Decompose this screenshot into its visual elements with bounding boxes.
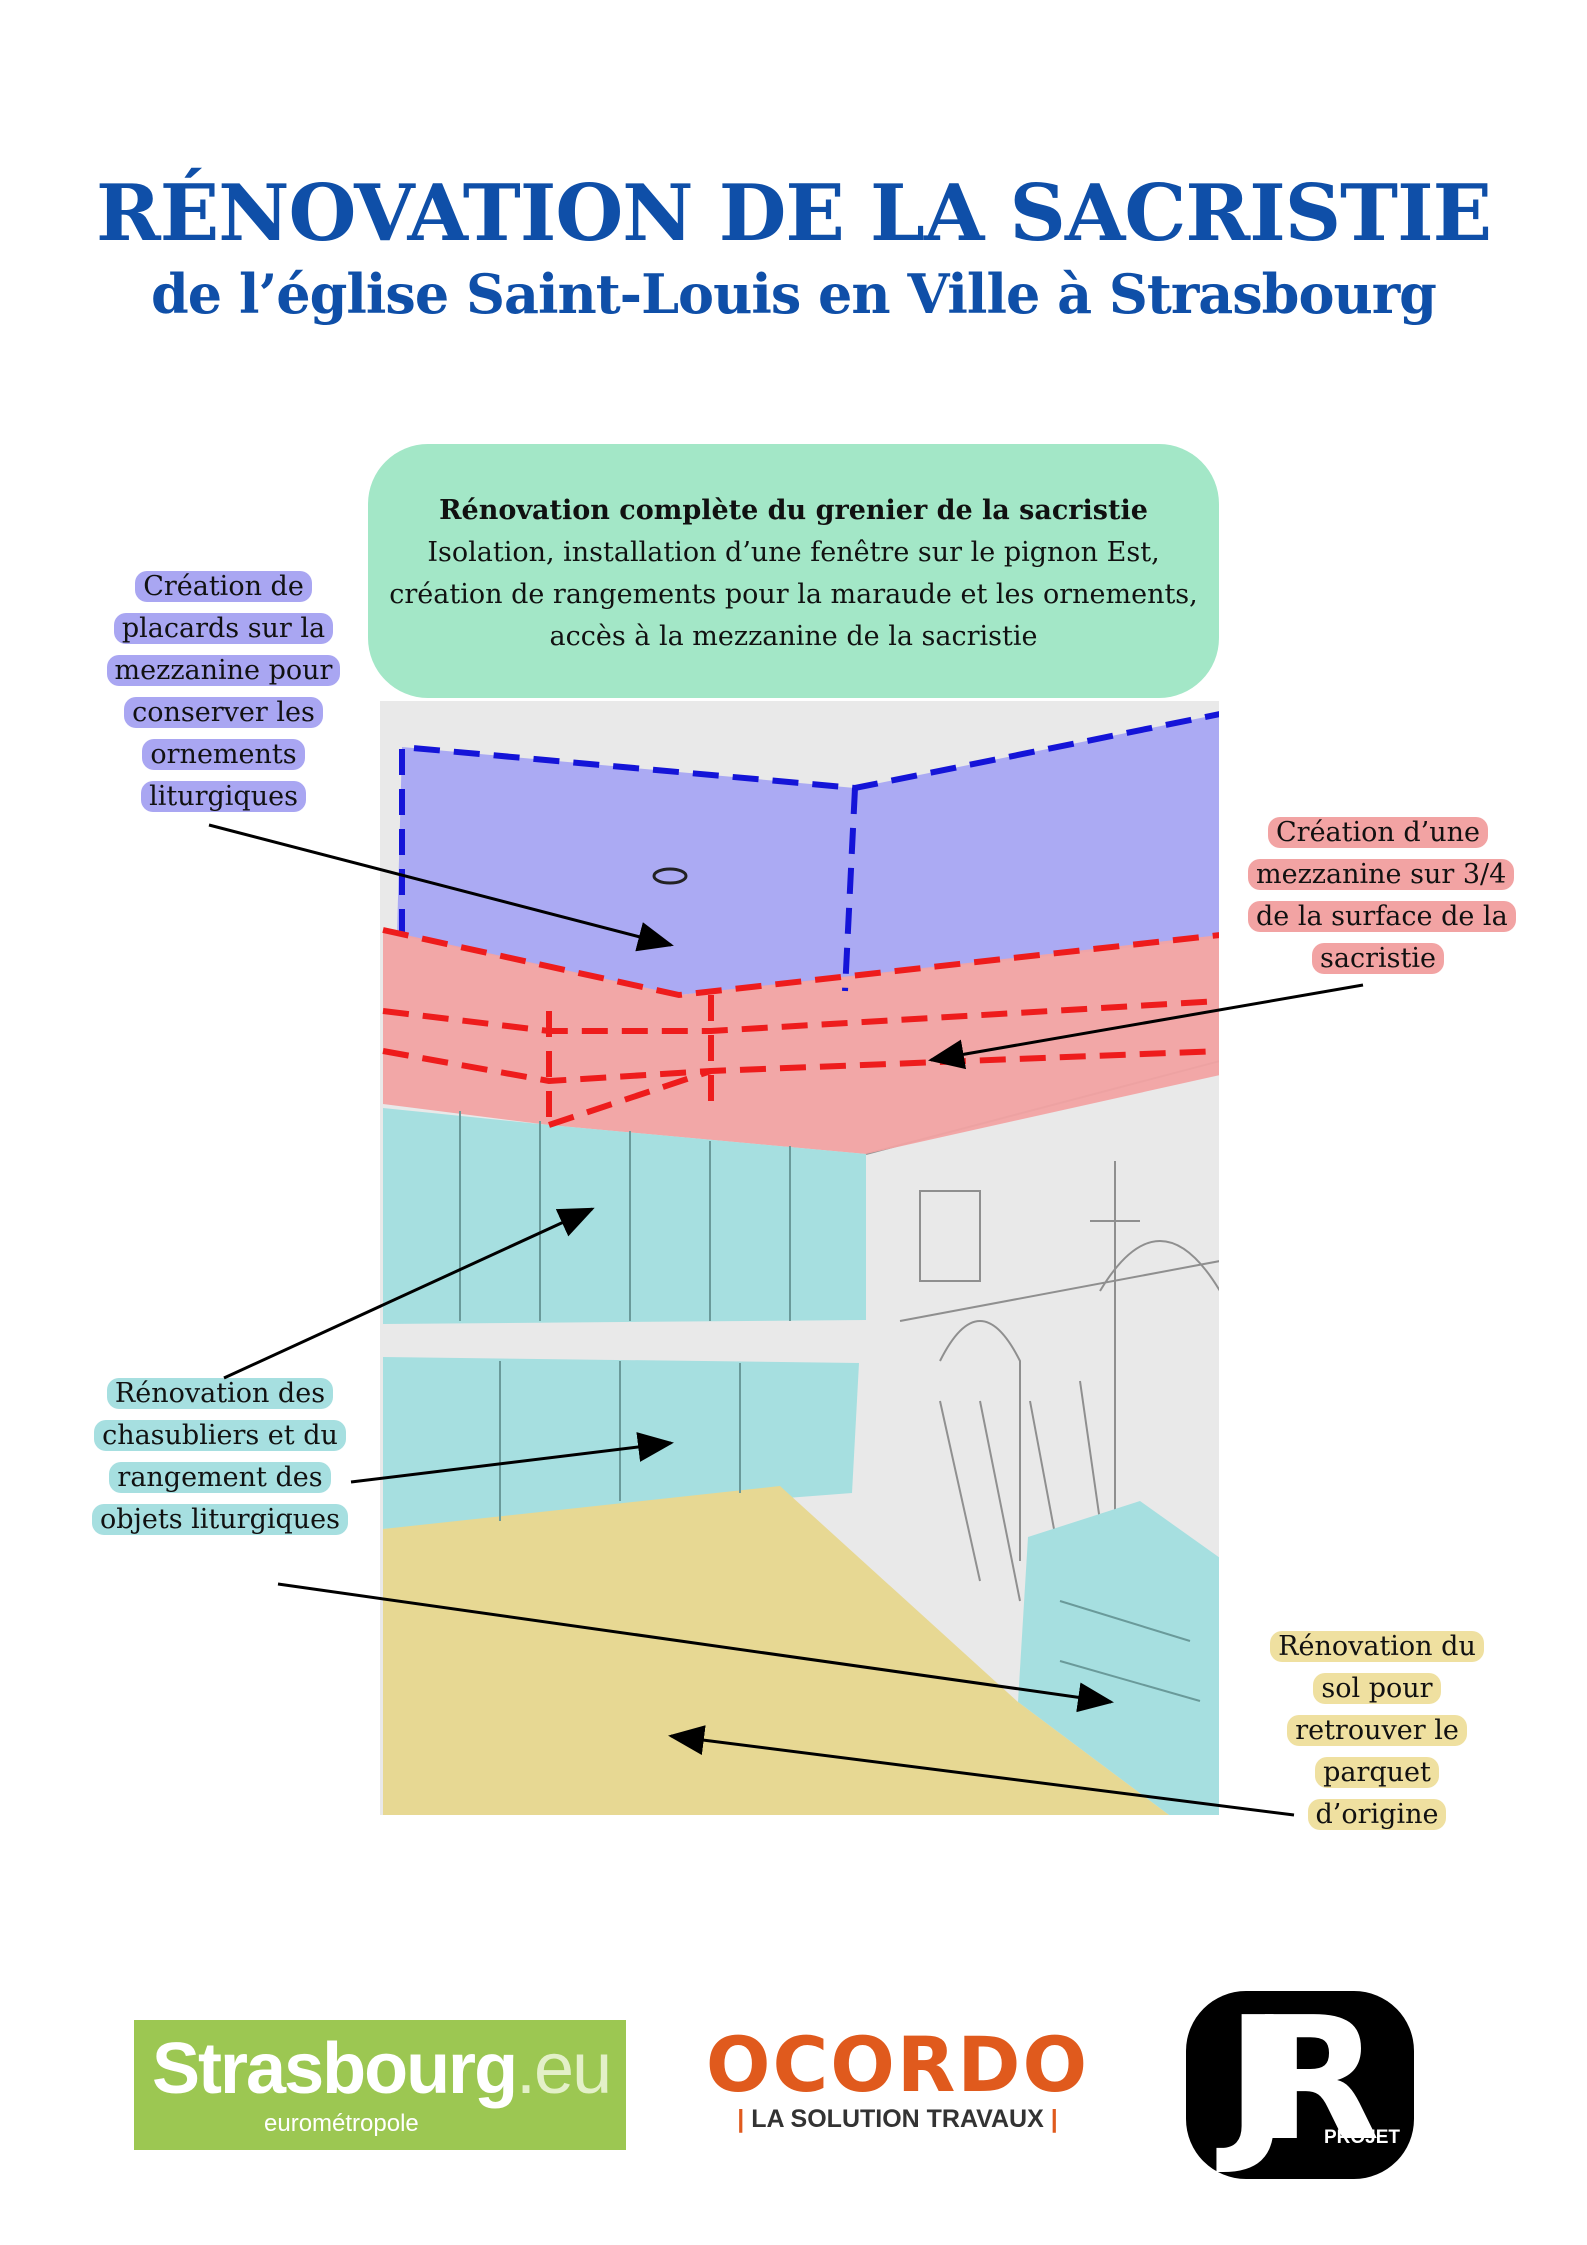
strasbourg-logo-sub: eurométropole	[264, 2110, 419, 2137]
strasbourg-logo-main: Strasbourg	[152, 2029, 518, 2109]
label-chasubliers-text: Rénovation des chasubliers et du rangeme…	[91, 1378, 349, 1535]
jr-logo-sub: PROJET	[1323, 2127, 1400, 2148]
label-placards: Création de placards sur la mezzanine po…	[94, 566, 353, 818]
label-chasubliers: Rénovation des chasubliers et du rangeme…	[89, 1373, 351, 1541]
attic-renovation-box: Rénovation complète du grenier de la sac…	[368, 444, 1219, 698]
label-sol: Rénovation du sol pour retrouver le parq…	[1258, 1626, 1496, 1836]
ocordo-logo-main: OCORDO	[705, 2020, 1090, 2109]
label-sol-text: Rénovation du sol pour retrouver le parq…	[1270, 1631, 1484, 1830]
sacristy-annotated-photo	[380, 701, 1219, 1815]
page-title: RÉNOVATION DE LA SACRISTIE	[95, 168, 1492, 259]
ocordo-logo: OCORDO | LA SOLUTION TRAVAUX |	[681, 2025, 1114, 2145]
page-subtitle: de l’église Saint-Louis en Ville à Stras…	[151, 262, 1437, 326]
attic-heading: Rénovation complète du grenier de la sac…	[439, 495, 1148, 526]
jr-projet-logo: JR PROJET	[1186, 1985, 1414, 2179]
strasbourg-logo-tld: .eu	[516, 2029, 612, 2109]
attic-body: Isolation, installation d’une fenêtre su…	[389, 537, 1198, 652]
ocordo-logo-sub: LA SOLUTION TRAVAUX	[751, 2105, 1044, 2133]
strasbourg-eu-logo: Strasbourg.eu eurométropole	[134, 2020, 626, 2150]
label-mezzanine-text: Création d’une mezzanine sur 3/4 de la s…	[1248, 817, 1516, 974]
label-placards-text: Création de placards sur la mezzanine po…	[106, 571, 341, 812]
label-mezzanine: Création d’une mezzanine sur 3/4 de la s…	[1248, 812, 1516, 980]
